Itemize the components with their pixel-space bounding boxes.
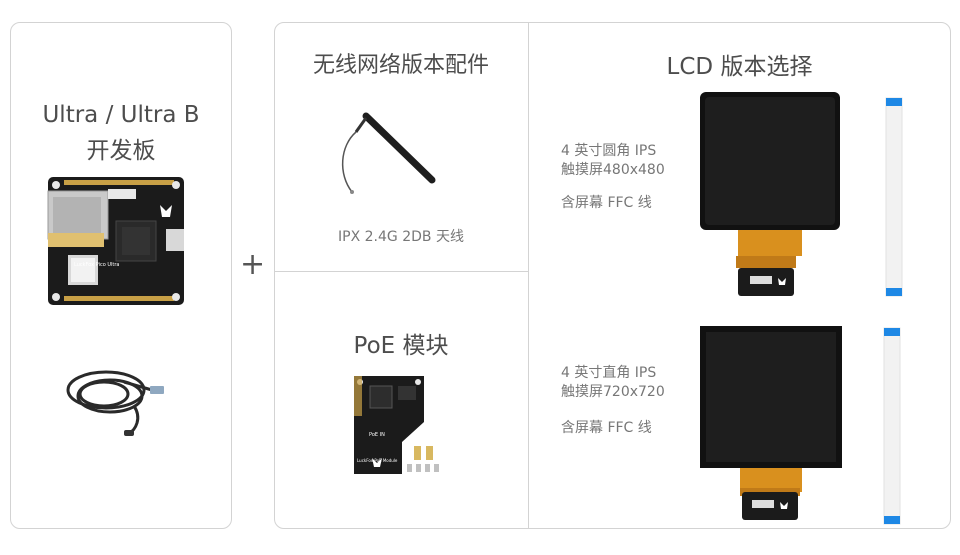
- wireless-title: 无线网络版本配件: [312, 53, 489, 78]
- lcd-title: LCD 版本选择: [666, 54, 813, 80]
- square-lcd-image: [700, 326, 842, 520]
- round-lcd-image: [700, 92, 840, 296]
- poe-module-label: PoE IN: [369, 432, 385, 438]
- poe-module-silkscreen: LuckFox PoE Module: [357, 458, 398, 463]
- usb-cable-image: [66, 370, 164, 436]
- antenna-caption: IPX 2.4G 2DB 天线: [338, 229, 464, 245]
- square-lcd-ffc-note: 含屏幕 FFC 线: [561, 420, 652, 436]
- board-subtitle: 开发板: [86, 138, 156, 164]
- antenna-image: [341, 112, 436, 194]
- round-ffc-cable: [885, 97, 903, 297]
- dev-board-image: [47, 177, 184, 305]
- square-lcd-resolution: 触摸屏720x720: [561, 384, 665, 400]
- plus-sign: +: [240, 247, 266, 282]
- poe-module-image: [354, 376, 424, 474]
- square-lcd-size: 4 英寸直角 IPS: [561, 365, 657, 381]
- board-title: Ultra / Ultra B: [42, 102, 200, 128]
- round-lcd-resolution: 触摸屏480x480: [561, 162, 665, 178]
- round-lcd-ffc-note: 含屏幕 FFC 线: [561, 195, 652, 211]
- panel-divider-vertical: [528, 22, 529, 529]
- panel-divider-horizontal: [274, 271, 528, 272]
- standoffs-image: [407, 446, 439, 472]
- board-silkscreen: LuckFox Pico Ultra: [74, 262, 120, 268]
- square-ffc-cable: [883, 327, 901, 525]
- round-lcd-size: 4 英寸圆角 IPS: [561, 143, 657, 159]
- poe-title: PoE 模块: [353, 333, 449, 359]
